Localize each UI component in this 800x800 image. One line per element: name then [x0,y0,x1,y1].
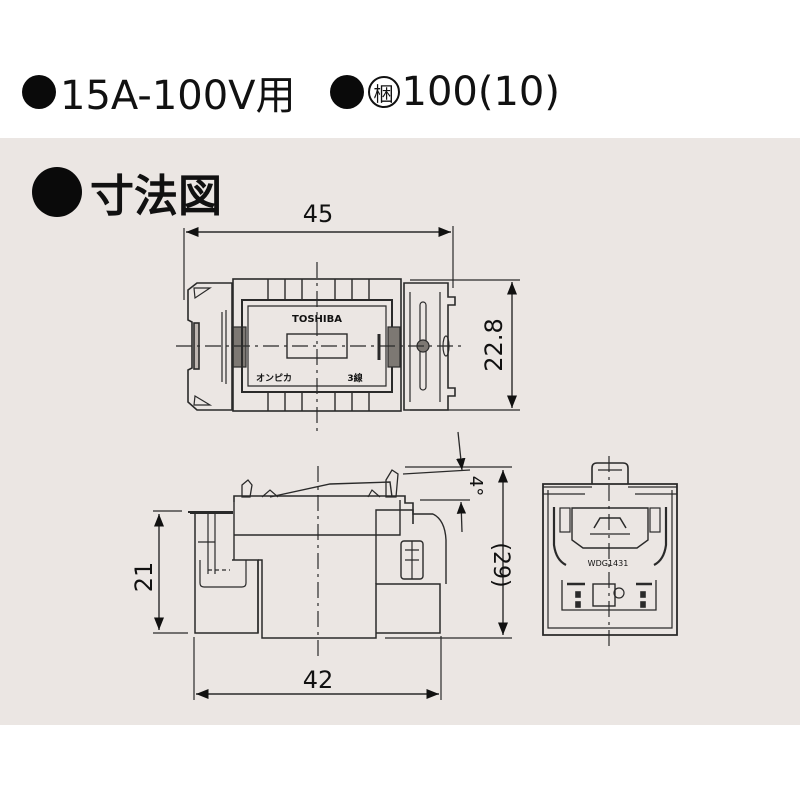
dim-4deg-label: 4° [465,476,486,496]
bullet-icon [32,167,82,217]
packing-quantity-text: 100(10) [401,69,560,115]
rating-text: 15A-100V用 [60,73,296,119]
three-wire-label: 3線 [347,372,362,384]
packing-circled-icon: 梱 [367,76,400,108]
dim-21-label: 21 [130,562,158,593]
bullet-icon [329,75,364,109]
side-view: 21 42 (29) 4° [130,431,513,700]
bullet-icon [22,75,56,109]
dim-22-8-label: 22.8 [480,318,508,371]
brand-label: TOSHIBA [292,314,342,325]
onpika-label: オンピカ [256,372,292,384]
model-label: WDG1431 [588,559,629,568]
top-view: 45 22.8 TOSHIBA オンピカ 3線 [176,200,520,432]
spec-packing: 梱 100(10) [329,69,560,115]
front-view: WDG1431 [542,456,678,646]
dim-42-label: 42 [303,666,334,694]
section-title: 寸法図 [32,160,222,224]
section-title-text: 寸法図 [90,171,222,222]
spec-line: 15A-100V用 梱 100(10) [22,62,594,122]
spec-rating: 15A-100V用 [22,63,296,121]
dim-29-label: (29) [488,542,513,587]
dim-45-label: 45 [303,200,334,228]
